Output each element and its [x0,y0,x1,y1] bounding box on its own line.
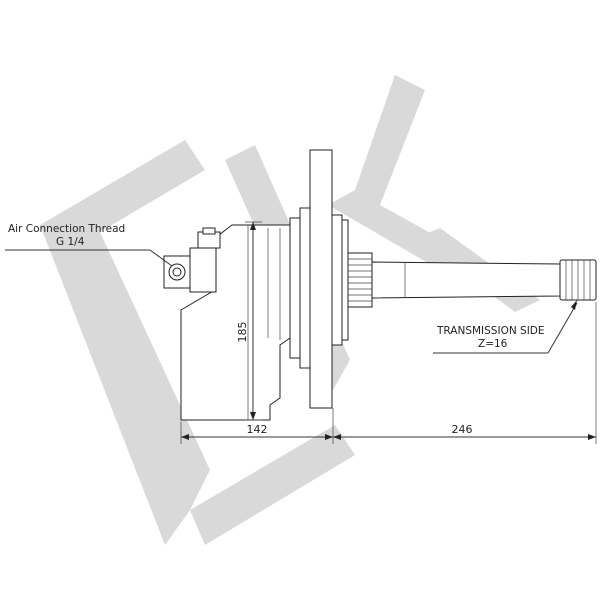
air-fitting [163,227,221,293]
dimension-height-value: 185 [236,322,249,343]
splined-hub [347,252,373,308]
leader-lines [5,249,578,354]
air-connection-label-line1: Air Connection Thread [8,223,125,235]
dimension-height [245,221,262,421]
dimension-horizontal [180,302,597,444]
air-connection-label-line2: G 1/4 [56,236,85,248]
transmission-side-label-line2: Z=16 [478,338,508,350]
input-shaft [371,259,597,301]
dimension-right-length-value: 246 [452,423,473,436]
transmission-side-label-line1: TRANSMISSION SIDE [436,325,545,337]
flange-plates [289,149,349,409]
dimension-left-width-value: 142 [247,423,268,436]
